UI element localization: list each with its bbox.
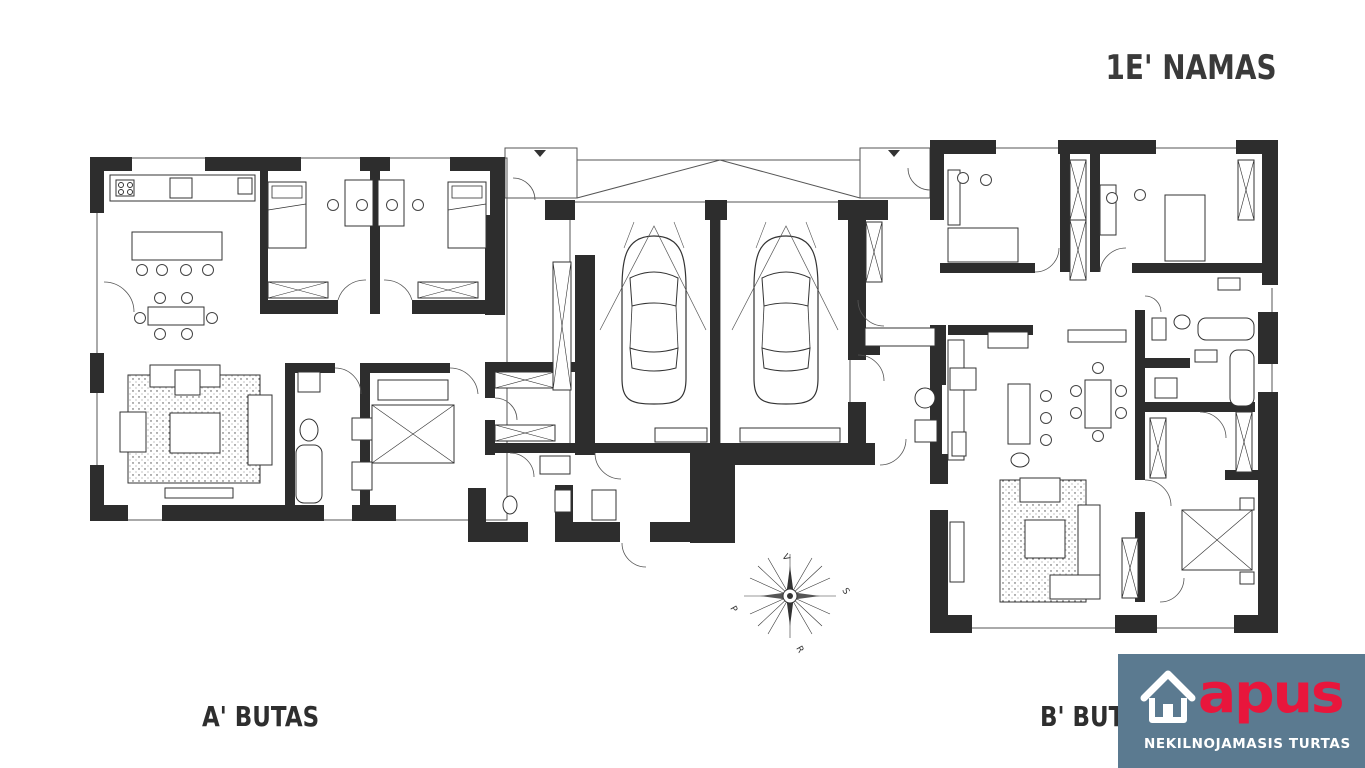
walls <box>90 140 1278 633</box>
compass-south: P <box>727 605 739 615</box>
garage-cars <box>552 221 936 443</box>
apartment-a-furniture <box>109 174 617 521</box>
apartment-b-furniture <box>914 159 1255 603</box>
house-icon <box>1140 670 1196 723</box>
house-title: 1E' NAMAS <box>1105 48 1277 88</box>
doors <box>103 167 1227 603</box>
compass-west: V <box>779 553 791 564</box>
compass-rose: S P R V <box>727 553 851 655</box>
compass-east: R <box>793 645 805 655</box>
brand-subtitle: NEKILNOJAMASIS TURTAS <box>1144 736 1351 752</box>
apartment-a-label: A' BUTAS <box>202 700 320 733</box>
brand-wordmark: apus <box>1198 662 1345 725</box>
brand-logo: apus NEKILNOJAMASIS TURTAS <box>1118 654 1365 768</box>
compass-north: S <box>839 587 851 597</box>
entrance-arrows <box>534 150 900 157</box>
